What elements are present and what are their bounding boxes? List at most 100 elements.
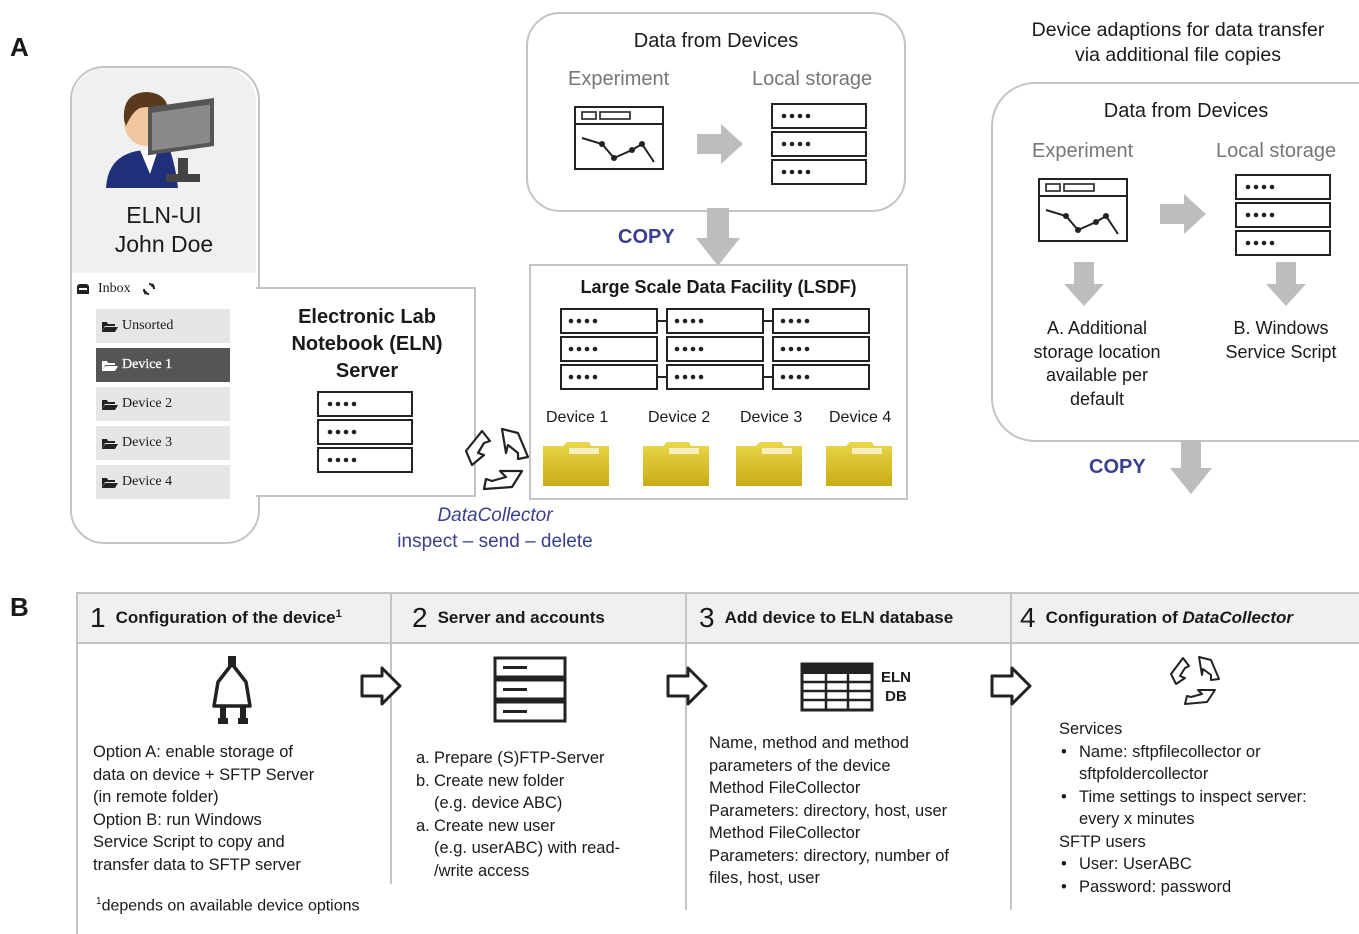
next-step-arrow-icon: [990, 666, 1032, 706]
eln-ui-title-line2: John Doe: [114, 231, 214, 257]
datacollector-cycle-icon: [464, 427, 530, 491]
step-3-line: Parameters: directory, host, user: [709, 801, 948, 820]
step-title-prefix: Configuration of: [1045, 608, 1183, 627]
step-2-body: a.Prepare (S)FTP-Server b.Create new fol…: [414, 747, 684, 882]
eln-server-stack-icon: [317, 391, 413, 473]
eln-ui-title: ELN-UI John Doe: [72, 201, 256, 259]
step-2-line: Create new user: [434, 816, 556, 835]
step-2-item: a.Prepare (S)FTP-Server: [414, 747, 684, 770]
sftp-users-label: SFTP users: [1059, 832, 1146, 851]
sftp-line: Password: password: [1079, 877, 1232, 896]
datacollector-steps: inspect – send – delete: [397, 531, 593, 552]
step-number: 4: [1020, 602, 1036, 633]
step-2-line: Create new folder: [434, 771, 565, 790]
step-title-italic: DataCollector: [1182, 608, 1294, 627]
step-3-line: files, host, user: [709, 869, 820, 887]
option-a-line: A. Additional: [1046, 318, 1148, 338]
eln-db-label: ELN DB: [874, 668, 918, 706]
eln-server-title: Electronic Lab Notebook (ELN) Server: [258, 304, 476, 385]
eln-server-line3: Server: [335, 360, 399, 382]
inbox-icon: [77, 284, 89, 294]
option-b-text: B. Windows Service Script: [1206, 317, 1356, 364]
inbox-item-label: Device 2: [122, 396, 173, 411]
step-1-line: transfer data to SFTP server: [93, 855, 301, 874]
services-line: sftpfoldercollector: [1079, 765, 1209, 783]
adaptions-heading-line2: via additional file copies: [1075, 44, 1281, 66]
footnote: 1depends on available device options: [96, 896, 360, 915]
step-3-header: 3 Add device to ELN database: [699, 595, 953, 641]
step-1-superscript: 1: [335, 608, 342, 620]
adaptions-box: [991, 82, 1359, 442]
lsdf-device-label: Device 3: [740, 409, 803, 426]
inbox-item-device-4[interactable]: Device 4: [96, 465, 230, 499]
adaptions-local-storage-label: Local storage: [1216, 140, 1337, 162]
step-number: 3: [699, 602, 715, 633]
step-title: Server and accounts: [437, 608, 605, 627]
step-2-item: a.Create new user(e.g. userABC) with rea…: [414, 815, 684, 883]
step-4-header: 4 Configuration of DataCollector: [1020, 595, 1293, 641]
footnote-mark: 1: [96, 896, 102, 907]
column-divider: [1010, 594, 1012, 910]
inbox-item-unsorted[interactable]: Unsorted: [96, 309, 230, 343]
step-2-line: /write access: [434, 861, 530, 880]
step-title: Add device to ELN database: [724, 608, 954, 627]
sftp-item: •Password: password: [1059, 876, 1355, 899]
datacollector-caption: DataCollector inspect – send – delete: [340, 503, 650, 555]
inbox-item-device-2[interactable]: Device 2: [96, 387, 230, 421]
eln-server-line1: Electronic Lab: [298, 306, 436, 328]
eln-db-label-line2: DB: [885, 688, 907, 705]
step-1-line: Option A: enable storage of: [93, 743, 293, 761]
inbox-item-device-3[interactable]: Device 3: [96, 426, 230, 460]
experiment-window-icon: [574, 106, 664, 170]
user-computer-icon: [106, 92, 214, 188]
workflow-table: [76, 592, 1359, 934]
database-table-icon: [800, 662, 874, 712]
inbox-header[interactable]: Inbox: [76, 281, 157, 297]
lsdf-server-rack-icon: [560, 308, 870, 390]
lsdf-device-label: Device 1: [546, 409, 609, 426]
folder-open-icon: [102, 360, 118, 371]
step-2-line: (e.g. userABC) with read-: [434, 839, 621, 857]
services-line: Time settings to inspect server:: [1079, 787, 1307, 806]
step-2-header: 2 Server and accounts: [412, 595, 605, 641]
inbox-item-label: Device 3: [122, 435, 173, 450]
services-line: Name: sftpfilecollector or: [1079, 742, 1261, 761]
adaptions-experiment-label: Experiment: [1032, 140, 1134, 162]
folder-open-icon: [102, 399, 118, 410]
plug-icon: [212, 656, 252, 724]
server-icon: [493, 656, 567, 723]
adaptions-right-arrow-icon: [1160, 194, 1206, 234]
folder-open-icon: [102, 321, 118, 332]
option-a-text: A. Additional storage location available…: [1010, 317, 1184, 411]
step-3-body: Name, method and method parameters of th…: [709, 732, 1005, 890]
refresh-icon[interactable]: [141, 281, 157, 297]
step-1-body: Option A: enable storage of data on devi…: [93, 741, 383, 876]
step-2-item: b.Create new folder(e.g. device ABC): [414, 770, 684, 815]
inbox-item-device-1[interactable]: Device 1: [96, 348, 230, 382]
step-3-line: Method FileCollector: [709, 779, 861, 797]
folder-open-icon: [102, 477, 118, 488]
folder-icon: [543, 442, 609, 486]
footnote-text: depends on available device options: [101, 897, 360, 915]
sftp-line: User: UserABC: [1079, 855, 1192, 873]
sftp-item: •User: UserABC: [1059, 853, 1355, 876]
adaptions-experiment-window-icon: [1038, 178, 1128, 242]
panel-b-letter: B: [10, 592, 29, 622]
adaptions-heading: Device adaptions for data transfer via a…: [1006, 18, 1350, 68]
lsdf-title: Large Scale Data Facility (LSDF): [580, 277, 857, 297]
inbox-item-label: Device 1: [122, 357, 173, 372]
step-number: 2: [412, 602, 428, 633]
adaptions-down-arrow-icon: [1064, 262, 1104, 306]
step-3-line: Name, method and method: [709, 734, 909, 752]
step-1-line: data on device + SFTP Server: [93, 765, 315, 784]
eln-server-line2: Notebook (ELN): [291, 333, 443, 355]
down-arrow-icon: [696, 208, 740, 266]
option-b-line: Service Script: [1225, 341, 1337, 362]
adaptions-copy-down-arrow-icon: [1170, 440, 1212, 494]
datacollector-name: DataCollector: [437, 505, 553, 526]
right-arrow-icon: [697, 124, 743, 164]
step-3-line: parameters of the device: [709, 756, 891, 775]
